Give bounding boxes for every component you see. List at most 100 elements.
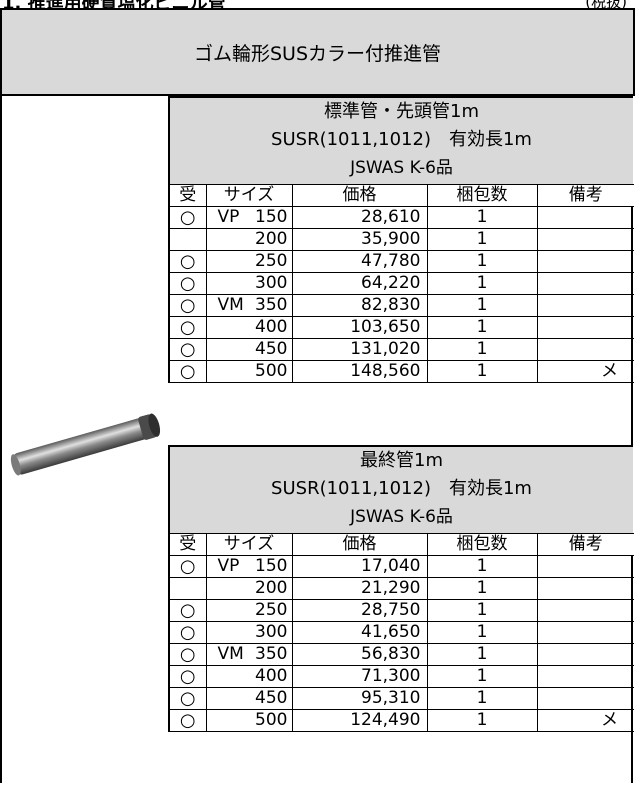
note-cell xyxy=(536,599,634,622)
price-cell: 124,490 xyxy=(291,709,428,732)
nominal-size: 400 xyxy=(255,666,288,686)
pipe-type: VP xyxy=(217,556,240,576)
section-header: 標準管・先頭管1m SUSR(1011,1012) 有効長1m JSWAS K-… xyxy=(168,96,633,184)
receive-mark: ○ xyxy=(168,272,207,295)
receive-mark: ○ xyxy=(168,599,207,622)
col-note: 備考 xyxy=(536,184,634,207)
price-cell: 56,830 xyxy=(291,643,428,666)
section-spec: SUSR(1011,1012) 有効長1m xyxy=(271,129,532,150)
package-qty-cell: 1 xyxy=(426,665,538,688)
note-cell xyxy=(536,665,634,688)
package-qty-cell: 1 xyxy=(426,338,538,361)
package-qty-cell: 1 xyxy=(426,360,538,383)
receive-mark: ○ xyxy=(168,250,207,273)
receive-mark: ○ xyxy=(168,709,207,732)
receive-mark: ○ xyxy=(168,555,207,578)
price-cell: 21,290 xyxy=(291,577,428,600)
nominal-size: 200 xyxy=(255,578,288,598)
size-cell: 450 xyxy=(205,687,293,710)
note-cell xyxy=(536,687,634,710)
nominal-size: 150 xyxy=(255,207,288,227)
receive-mark xyxy=(168,577,207,600)
package-qty-cell: 1 xyxy=(426,643,538,666)
pipe-type: VP xyxy=(217,207,240,227)
col-qty: 梱包数 xyxy=(426,533,538,556)
price-cell: 71,300 xyxy=(291,665,428,688)
price-cell: 17,040 xyxy=(291,555,428,578)
note-cell xyxy=(536,555,634,578)
package-qty-cell: 1 xyxy=(426,206,538,229)
size-cell: 500 xyxy=(205,360,293,383)
note-cell xyxy=(536,577,634,600)
package-qty-cell: 1 xyxy=(426,709,538,732)
col-receive: 受 xyxy=(168,184,207,207)
note-cell xyxy=(536,272,634,295)
package-qty-cell: 1 xyxy=(426,621,538,644)
receive-mark: ○ xyxy=(168,643,207,666)
package-qty-cell: 1 xyxy=(426,294,538,317)
package-qty-cell: 1 xyxy=(426,250,538,273)
price-cell: 95,310 xyxy=(291,687,428,710)
receive-mark: ○ xyxy=(168,294,207,317)
col-qty: 梱包数 xyxy=(426,184,538,207)
nominal-size: 500 xyxy=(255,710,288,730)
price-cell: 28,750 xyxy=(291,599,428,622)
receive-mark: ○ xyxy=(168,665,207,688)
note-cell xyxy=(536,294,634,317)
price-cell: 103,650 xyxy=(291,316,428,339)
nominal-size: 450 xyxy=(255,339,288,359)
photo-area xyxy=(2,96,168,783)
tax-note: (税抜) xyxy=(585,0,627,9)
size-cell: 200 xyxy=(205,577,293,600)
size-cell: 400 xyxy=(205,316,293,339)
size-cell: 300 xyxy=(205,621,293,644)
table-header-row: 受 サイズ 価格 梱包数 備考 xyxy=(168,184,634,207)
receive-mark: ○ xyxy=(168,206,207,229)
note-cell xyxy=(536,643,634,666)
nominal-size: 450 xyxy=(255,688,288,708)
receive-mark: ○ xyxy=(168,338,207,361)
col-size: サイズ xyxy=(205,533,293,556)
nominal-size: 300 xyxy=(255,273,288,293)
receive-mark: ○ xyxy=(168,316,207,339)
note-cell xyxy=(536,206,634,229)
col-note: 備考 xyxy=(536,533,634,556)
col-size: サイズ xyxy=(205,184,293,207)
nominal-size: 250 xyxy=(255,251,288,271)
package-qty-cell: 1 xyxy=(426,272,538,295)
nominal-size: 500 xyxy=(255,361,288,381)
product-title: ゴム輪形SUSカラー付推進管 xyxy=(0,8,635,96)
receive-mark: ○ xyxy=(168,621,207,644)
pipe-type: VM xyxy=(217,644,244,664)
price-cell: 41,650 xyxy=(291,621,428,644)
section-title: 標準管・先頭管1m xyxy=(324,101,479,122)
page-top-strip: 1. 推進用硬質塩化ビニル管 (税抜) xyxy=(0,0,635,9)
size-cell: 250 xyxy=(205,250,293,273)
pipe-type: VM xyxy=(217,295,244,315)
table-header-row: 受 サイズ 価格 梱包数 備考 xyxy=(168,533,634,556)
price-cell: 64,220 xyxy=(291,272,428,295)
size-cell: 300 xyxy=(205,272,293,295)
nominal-size: 400 xyxy=(255,317,288,337)
pipe-photo-icon xyxy=(10,413,161,476)
price-cell: 131,020 xyxy=(291,338,428,361)
nominal-size: 200 xyxy=(255,229,288,249)
nominal-size: 300 xyxy=(255,622,288,642)
